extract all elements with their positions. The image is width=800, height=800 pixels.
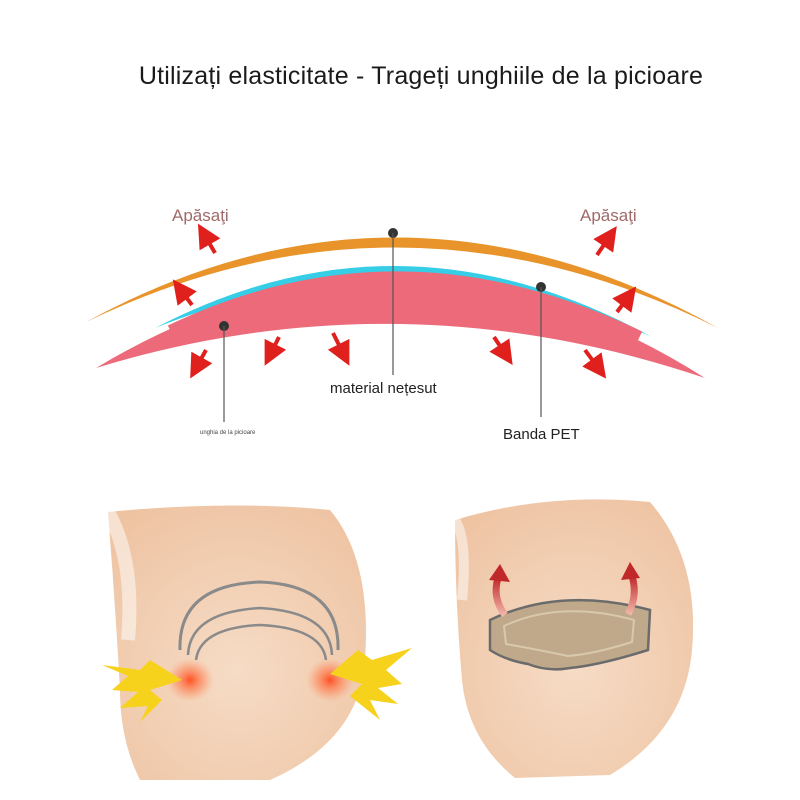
press-label-right: Apăsaţi (580, 206, 637, 225)
nonwoven-band (86, 237, 718, 328)
curved-arrow-icon (624, 574, 638, 616)
nonwoven-label: material nețesut (330, 380, 437, 397)
page-title: Utilizați elasticitate - Trageți unghiil… (138, 62, 704, 90)
press-label-left: Apăsaţi (172, 206, 229, 225)
red-arrow-icon (172, 223, 637, 379)
toe-ingrown-illustration (101, 505, 412, 780)
pet-layer (155, 265, 650, 336)
lightning-icon (330, 648, 412, 720)
pet-band-label: Banda PET (503, 426, 580, 443)
lightning-icon (102, 660, 182, 722)
toenail-label: unghia de la picioare (200, 430, 256, 436)
toe-corrected-illustration (450, 499, 694, 778)
curved-arrow-icon (492, 576, 508, 618)
